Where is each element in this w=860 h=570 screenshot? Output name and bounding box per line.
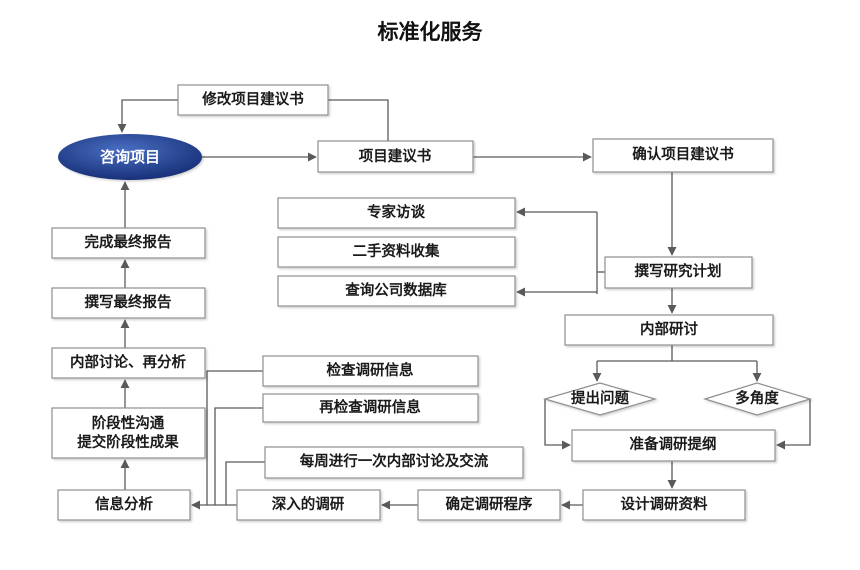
label-company-database: 查询公司数据库 [345,281,447,299]
box-write-final-report [51,287,206,319]
node-in-depth-research: 深入的调研 [236,489,381,521]
line-weekly-to-analysis [225,461,265,505]
box-project-proposal [317,140,474,173]
label-internal-discussion: 内部研讨 [640,320,698,338]
label-info-analysis: 信息分析 [95,495,153,513]
label-rediscuss: 内部讨论、再分析 [70,353,186,371]
box-prepare-outline [571,429,776,462]
box-design-materials [582,489,746,521]
node-secondary-data: 二手资料收集 [277,236,516,268]
node-stage-communication: 阶段性沟通 提交阶段性成果 [51,407,206,459]
node-raise-questions: 提出问题 [542,382,658,416]
label-consulting-project: 咨询项目 [100,148,160,166]
box-company-database [277,275,516,307]
arrow-revise-to-consulting [117,99,178,133]
box-internal-discussion [564,314,774,346]
label-stage-communication-line1: 阶段性沟通 [92,414,165,432]
label-prepare-outline: 准备调研提纲 [630,435,717,453]
box-confirm-proposal [592,138,774,173]
label-write-research-plan: 撰写研究计划 [635,262,722,280]
node-design-materials: 设计调研资料 [582,489,746,521]
connectors [117,99,811,510]
line-recheck-to-analysis [214,407,263,505]
node-revise-proposal: 修改项目建议书 [177,84,329,116]
box-recheck-info [262,393,479,423]
box-secondary-data [277,236,516,268]
label-complete-final-report: 完成最终报告 [85,233,172,251]
line-check-to-analysis [206,370,263,505]
node-info-analysis: 信息分析 [57,489,191,521]
label-confirm-procedure: 确定调研程序 [446,495,533,513]
page-title: 标准化服务 [378,20,484,44]
node-project-proposal: 项目建议书 [317,140,474,173]
label-recheck-info: 再检查调研信息 [319,398,421,416]
box-revise-proposal [177,84,329,116]
node-complete-final-report: 完成最终报告 [51,227,206,259]
node-confirm-proposal: 确认项目建议书 [592,138,774,173]
node-prepare-outline: 准备调研提纲 [571,429,776,462]
node-multi-angle: 多角度 [702,382,813,416]
node-recheck-info: 再检查调研信息 [262,393,479,423]
label-stage-communication-line2: 提交阶段性成果 [77,433,179,451]
label-design-materials: 设计调研资料 [621,495,708,513]
node-consulting-project: 咨询项目 [58,134,202,180]
label-multi-angle: 多角度 [735,389,779,407]
label-check-info: 检查调研信息 [327,361,414,379]
node-confirm-procedure: 确定调研程序 [417,489,561,521]
box-stage-communication [51,407,206,459]
node-check-info: 检查调研信息 [262,355,479,387]
node-weekly-discussion: 每周进行一次内部讨论及交流 [264,446,524,479]
label-weekly-discussion: 每周进行一次内部讨论及交流 [300,452,489,470]
ellipse-consulting-project [58,134,202,180]
label-expert-interview: 专家访谈 [367,203,425,221]
node-write-final-report: 撰写最终报告 [51,287,206,319]
box-info-analysis [57,489,191,521]
node-rediscuss: 内部讨论、再分析 [51,347,206,379]
box-weekly-discussion [264,446,524,479]
label-confirm-proposal: 确认项目建议书 [632,145,734,163]
node-expert-interview: 专家访谈 [277,197,516,229]
box-complete-final-report [51,227,206,259]
node-write-research-plan: 撰写研究计划 [604,256,753,289]
arrow-questions-to-outline [544,399,571,450]
line-proposal-to-revise [328,99,389,141]
box-in-depth-research [236,489,381,521]
diamond-raise-questions [542,382,658,416]
label-in-depth-research: 深入的调研 [272,495,345,513]
diamond-multi-angle [702,382,813,416]
label-raise-questions: 提出问题 [571,389,629,407]
label-write-final-report: 撰写最终报告 [85,293,172,311]
box-confirm-procedure [417,489,561,521]
label-revise-proposal: 修改项目建议书 [201,90,304,108]
arrow-angle-to-outline [776,399,811,450]
box-check-info [262,355,479,387]
label-secondary-data: 二手资料收集 [353,242,440,260]
box-write-research-plan [604,256,753,289]
label-project-proposal: 项目建议书 [359,147,432,165]
node-company-database: 查询公司数据库 [277,275,516,307]
box-rediscuss [51,347,206,379]
box-expert-interview [277,197,516,229]
node-internal-discussion: 内部研讨 [564,314,774,346]
